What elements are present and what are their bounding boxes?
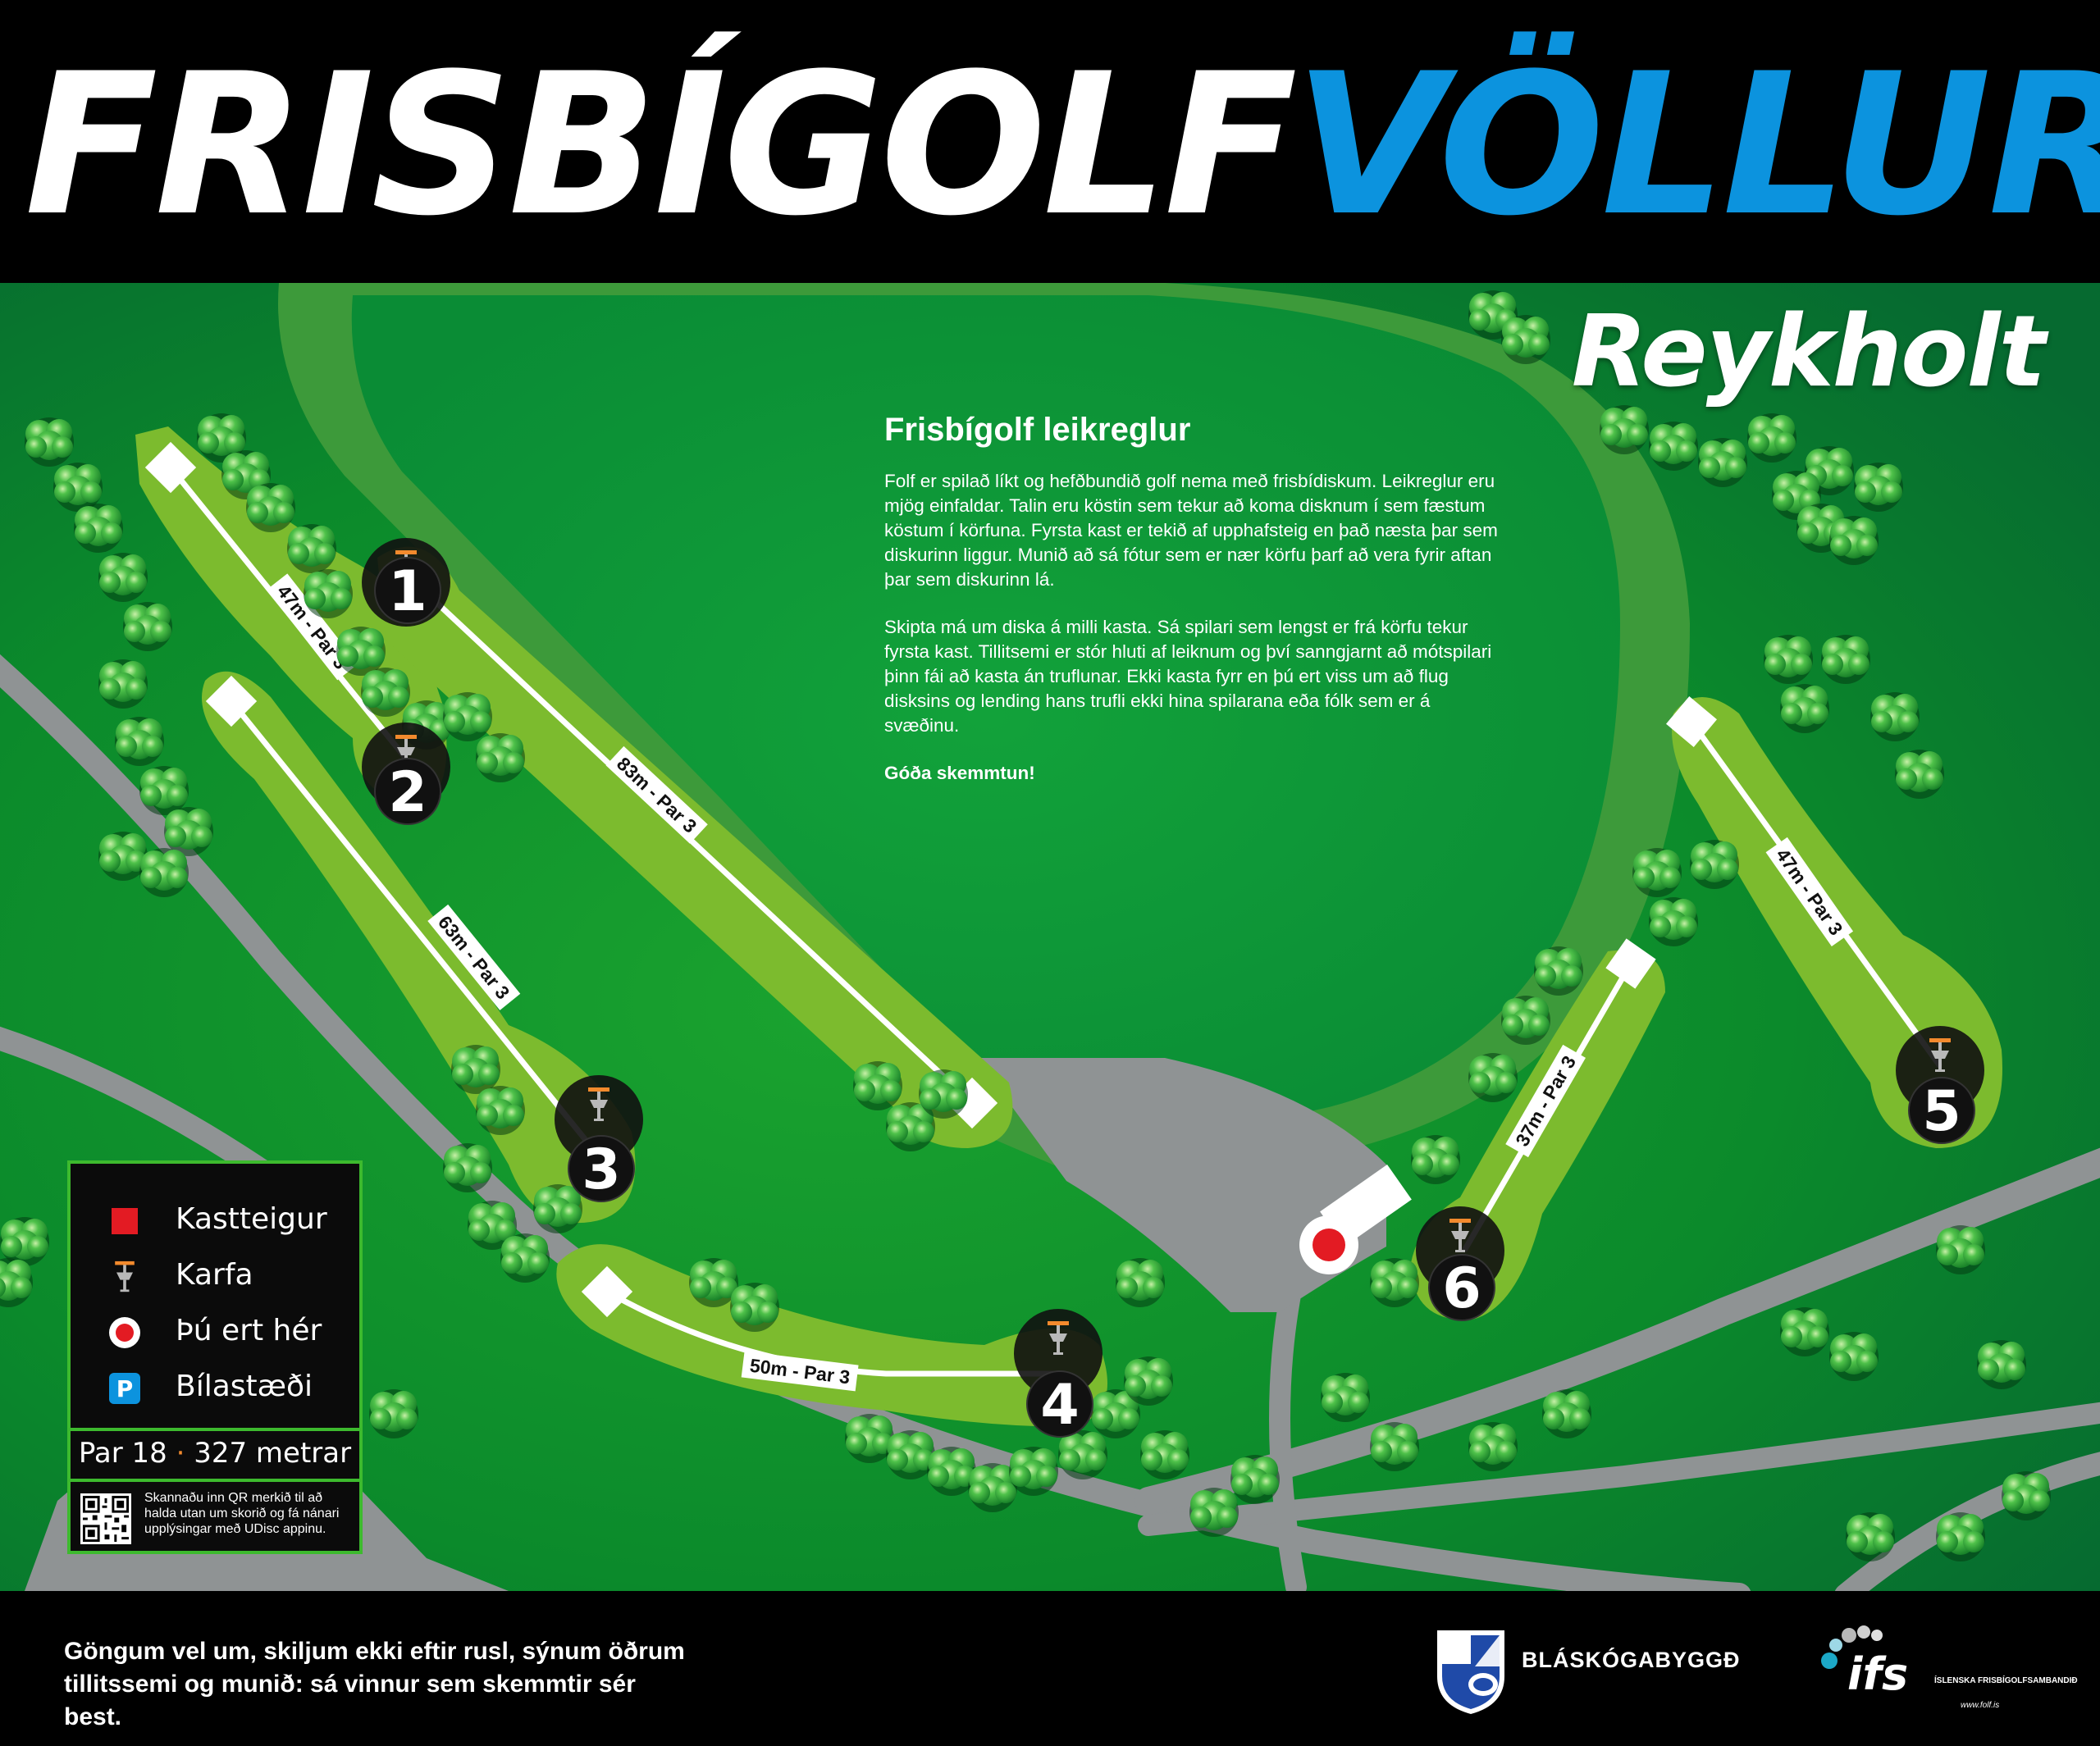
- sponsor-ifs-url[interactable]: www.folf.is: [1961, 1701, 2000, 1710]
- hole-number-4: 4: [1040, 1373, 1079, 1438]
- legend-label-tee: Kastteigur: [176, 1202, 327, 1236]
- road-east-2: [1138, 1402, 2100, 1536]
- ifs-abbreviation: ifs: [1847, 1648, 1908, 1698]
- footer-message: Göngum vel um, skiljum ekki eftir rusl, …: [64, 1638, 685, 1730]
- par-separator: ·: [176, 1437, 185, 1470]
- sponsor-blaskogabyggd: BLÁSKÓGABYGGÐ: [1522, 1648, 1741, 1672]
- road-se: [1835, 1452, 2100, 1591]
- legend-divider-top: [71, 1428, 359, 1431]
- basket-hole-4[interactable]: [1014, 1309, 1102, 1397]
- legend-item-parking: P Bílastæði: [71, 1359, 359, 1415]
- hole-badge-3: 3: [568, 1135, 635, 1202]
- legend-label-basket: Karfa: [176, 1258, 253, 1292]
- legend-label-parking: Bílastæði: [176, 1370, 313, 1403]
- hole-number-3: 3: [582, 1137, 620, 1202]
- hole-number-5: 5: [1922, 1079, 1961, 1144]
- course-map: 47m - Par 3 83m - Par 3 63m - Par 3 50m …: [0, 283, 2100, 1591]
- hole-number-2: 2: [388, 760, 427, 825]
- tee-hole-3[interactable]: [205, 675, 258, 727]
- rules-paragraph-2: Skipta má um diska á milli kasta. Sá spi…: [884, 617, 1492, 736]
- hole-badge-5: 5: [1908, 1077, 1975, 1144]
- parking-lot: [976, 1058, 1386, 1312]
- line-hole-4: [605, 1288, 1058, 1377]
- ifs-logo-icon: ifs: [1821, 1625, 1908, 1698]
- you-are-here-marker[interactable]: [1299, 1215, 1358, 1274]
- page-title: FRISBÍGOLFVÖLLUR: [25, 23, 2100, 269]
- fairway-hole-3: [202, 671, 636, 1224]
- rules-heading: Frisbígolf leikreglur: [884, 412, 1191, 448]
- legend-item-basket: Karfa: [71, 1247, 359, 1303]
- course-total: Par 18 · 327 metrar: [71, 1434, 359, 1472]
- hole-badge-6: 6: [1428, 1254, 1495, 1321]
- title-part-2: VÖLLUR: [1294, 32, 2100, 259]
- basket-icon: [115, 1260, 135, 1292]
- legend-label-you-are-here: Þú ert hér: [176, 1314, 322, 1347]
- title-part-1: FRISBÍGOLF: [25, 32, 1298, 259]
- blaskogabyggd-shield-icon: [1437, 1630, 1504, 1714]
- line-hole-3: [229, 699, 601, 1159]
- rules-paragraph-1: Folf er spilað líkt og hefðbundið golf n…: [884, 471, 1498, 590]
- hole-badge-4: 4: [1026, 1370, 1093, 1438]
- sponsor-ifs-name: ÍSLENSKA FRISBÍGOLFSAMBANDIÐ: [1934, 1676, 2078, 1685]
- header-band: FRISBÍGOLFVÖLLUR: [0, 0, 2100, 283]
- hole-badge-2: 2: [374, 758, 441, 825]
- hole-number-1: 1: [388, 559, 427, 624]
- map-svg: 47m - Par 3 83m - Par 3 63m - Par 3 50m …: [0, 283, 2100, 1591]
- qr-instructions: Skannaðu inn QR merkið til að halda utan…: [144, 1491, 340, 1536]
- location-subtitle: Reykholt: [1571, 295, 2046, 409]
- hole-badge-1: 1: [374, 557, 441, 624]
- rules-panel: Frisbígolf leikreglur Folf er spilað lík…: [884, 410, 1508, 809]
- tee-hole-6[interactable]: [1605, 938, 1656, 989]
- legend-box: Kastteigur Karfa Þú ert hér P: [67, 1160, 363, 1554]
- parking-icon: P: [109, 1373, 140, 1404]
- course-length-text: 327 metrar: [194, 1437, 352, 1470]
- par-total-text: Par 18: [78, 1437, 167, 1470]
- qr-code-icon[interactable]: [80, 1493, 131, 1544]
- parking-letter: P: [116, 1375, 134, 1402]
- legend-item-tee: Kastteigur: [71, 1192, 359, 1247]
- hole-numbers: 1 2 3 4 5: [374, 557, 1975, 1438]
- you-are-here-icon: [109, 1317, 140, 1348]
- road-east-1: [1134, 1147, 2100, 1515]
- rules-closing: Góða skemmtun!: [884, 763, 1035, 783]
- red-square-icon: [112, 1208, 138, 1234]
- tee-hole-1[interactable]: [144, 441, 197, 494]
- legend-item-you-are-here: Þú ert hér: [71, 1303, 359, 1359]
- footer-band: Göngum vel um, skiljum ekki eftir rusl, …: [0, 1591, 2100, 1746]
- tee-hole-5[interactable]: [1666, 696, 1717, 747]
- track-infield: [351, 295, 1620, 1136]
- legend-divider-bottom: [71, 1479, 359, 1482]
- hole-number-6: 6: [1442, 1256, 1481, 1321]
